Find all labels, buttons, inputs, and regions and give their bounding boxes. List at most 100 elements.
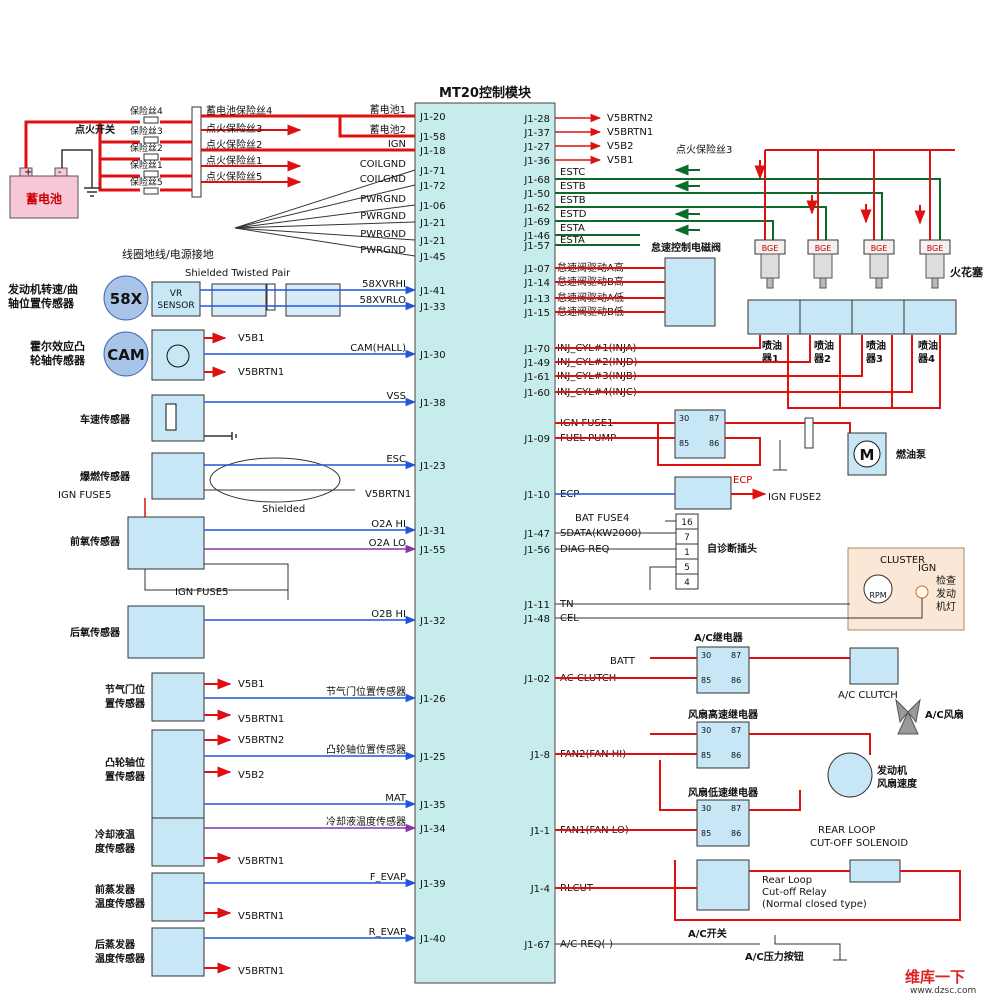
relay-2-pin-30: 30: [701, 726, 711, 735]
fevap-label-2: 温度传感器: [95, 897, 146, 910]
vss-sensor-box: [151, 394, 205, 442]
left-signal-13: ESC: [386, 454, 406, 465]
o2-front-box: [127, 516, 205, 570]
spark-plug-tip-3: [931, 277, 939, 289]
crank-sensor-label-1: 发动机转速/曲: [7, 282, 78, 296]
left-signal-4: COILGND: [360, 174, 407, 185]
relay-0-pin-30: 30: [679, 414, 689, 423]
left-pin-18: J1-25: [419, 752, 446, 763]
ac-clutch-box: [849, 647, 899, 685]
fan-lo-relay-label: 风扇低速继电器: [688, 786, 759, 799]
battery-label: 蓄电池: [26, 191, 62, 206]
spark-plug-tip-1: [819, 277, 827, 289]
relay-0-pin-86: 86: [709, 439, 719, 448]
left-signal-7: PWRGND: [360, 229, 406, 240]
fan-speed-label-2: 风扇速度: [877, 777, 918, 790]
relay-2-pin-85: 85: [701, 751, 711, 760]
spark-plug-body-3: [925, 253, 945, 279]
diag-pin-label-0: 16: [681, 518, 693, 528]
relay-2-pin-87: 87: [731, 726, 741, 735]
mt20-module-body: [414, 102, 556, 984]
o2-rear-box: [127, 605, 205, 659]
cmp-v5b2: V5B2: [238, 770, 264, 781]
relay-3-pin-87: 87: [731, 804, 741, 813]
ign-switch-label: 点火开关: [75, 123, 115, 136]
left-pin-5: J1-06: [419, 201, 446, 212]
left-signal-10: 58XVRLO: [360, 295, 407, 306]
injector-num-3: 器3: [865, 353, 883, 365]
relay-3-pin-30: 30: [701, 804, 711, 813]
fuel-pump-label: 燃油泵: [896, 448, 927, 461]
fan-hi-relay: [696, 721, 750, 769]
relay-1-pin-87: 87: [731, 651, 741, 660]
left-pin-1: J1-58: [419, 132, 446, 143]
injector-1: [747, 299, 801, 335]
o2-rear-label: 后氧传感器: [70, 626, 121, 639]
left-pin-10: J1-33: [419, 302, 446, 313]
ac-fan-label: A/C风扇: [925, 708, 964, 721]
left-pin-12: J1-38: [419, 398, 446, 409]
left-signal-20: 冷却液温度传感器: [326, 815, 406, 828]
crank-icon-label: 58X: [110, 290, 143, 308]
left-signal-14: O2A HI: [371, 519, 406, 530]
left-pin-4: J1-72: [419, 181, 446, 192]
ground-note: 线圈地线/电源接地: [122, 247, 214, 261]
vr-sensor-box: [151, 281, 201, 317]
right-signal-7: ESTD: [560, 209, 587, 220]
cam-icon: [103, 331, 149, 377]
left-pin-6: J1-21: [419, 218, 446, 229]
fuel-pump-motor: M: [860, 446, 875, 464]
crank-sensor-label-2: 轴位置传感器: [8, 296, 75, 310]
left-pin-3: J1-71: [419, 166, 446, 177]
right-signal-2: V5B2: [607, 141, 633, 152]
right-signal-5: ESTB: [560, 181, 586, 192]
iac-box: [664, 257, 716, 327]
diag-pin-label-3: 5: [684, 563, 690, 573]
check-lamp-1: 检查: [936, 574, 956, 587]
cluster-label: CLUSTER: [880, 555, 925, 566]
left-signal-19: MAT: [385, 793, 407, 804]
left-pin-20: J1-34: [419, 824, 446, 835]
right-pin-23: J1-48: [523, 614, 550, 625]
left-signal-22: R_EVAP: [369, 927, 406, 938]
left-pin-22: J1-40: [419, 934, 446, 945]
fuse-3: [143, 170, 159, 178]
fan-hi-relay-label: 风扇高速继电器: [688, 708, 759, 721]
vr-label-2: SENSOR: [157, 301, 194, 311]
right-signal-21: BAT FUSE4: [575, 513, 629, 524]
spark-plug-bge-1: BGE: [815, 244, 832, 253]
vr-label: VR: [170, 289, 182, 299]
ign-fuse3-label: 点火保险丝3: [676, 143, 732, 156]
right-pin-10: J1-07: [523, 264, 550, 275]
right-pin-2: J1-27: [523, 142, 550, 153]
relay-2-pin-86: 86: [731, 751, 741, 760]
right-pin-4: J1-68: [523, 175, 550, 186]
left-pin-11: J1-30: [419, 350, 446, 361]
injector-4: [903, 299, 957, 335]
ac-relay-label: A/C继电器: [694, 631, 744, 644]
cmp-label-2: 置传感器: [105, 770, 146, 783]
relay-1-pin-30: 30: [701, 651, 711, 660]
ac-fan-icon: [895, 698, 921, 735]
spark-plug-body-2: [869, 253, 889, 279]
fevap-box: [151, 872, 205, 922]
relay-3-pin-85: 85: [701, 829, 711, 838]
spark-plug-body-1: [813, 253, 833, 279]
ect-v5brtn1: V5BRTN1: [238, 856, 284, 867]
check-lamp-2: 发动: [936, 587, 956, 600]
spark-plug-body-0: [760, 253, 780, 279]
tps-v5b1: V5B1: [238, 679, 264, 690]
right-pin-11: J1-14: [523, 278, 550, 289]
right-pin-9: J1-57: [523, 241, 550, 252]
diag-pin-label-4: 4: [684, 578, 690, 588]
module-title: MT20控制模块: [439, 85, 532, 101]
knock-sensor-box: [151, 452, 205, 500]
ecp-label: ECP: [733, 475, 752, 486]
revap-box: [151, 927, 205, 977]
right-pin-27: J1-4: [530, 884, 550, 895]
crank-58x-icon: [103, 275, 149, 321]
knock-label: 爆燃传感器: [80, 470, 131, 483]
ac-clutch-label: A/C CLUTCH: [838, 690, 898, 701]
left-pin-16: J1-32: [419, 616, 446, 627]
left-signal-16: O2B HI: [371, 609, 406, 620]
